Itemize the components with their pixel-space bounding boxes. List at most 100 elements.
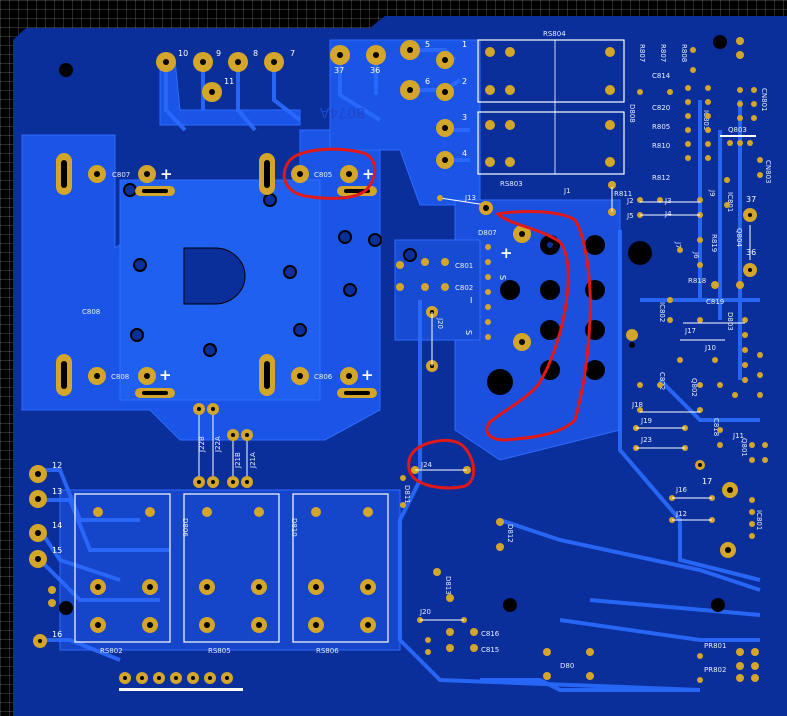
svg-text:J1: J1 xyxy=(563,187,571,195)
svg-text:J12: J12 xyxy=(675,510,687,518)
svg-text:J13: J13 xyxy=(464,194,476,202)
svg-text:+: + xyxy=(500,244,513,262)
svg-text:8: 8 xyxy=(253,49,258,58)
svg-text:IC801: IC801 xyxy=(726,192,734,212)
svg-text:PR802: PR802 xyxy=(704,666,726,674)
svg-text:RS803: RS803 xyxy=(500,180,523,188)
svg-text:J24: J24 xyxy=(420,461,433,469)
relay-rs804: RS804 RS803 xyxy=(477,30,625,188)
svg-text:J4: J4 xyxy=(664,210,672,218)
jumper-j13: J13 xyxy=(437,194,493,215)
svg-text:C806: C806 xyxy=(314,373,333,381)
heatsink-holes xyxy=(500,235,605,380)
svg-text:J23: J23 xyxy=(640,436,652,444)
svg-text:13: 13 xyxy=(52,487,62,496)
c801-c802-group: C801 C802 J20 I S S + D807 xyxy=(396,229,513,372)
svg-text:CN801: CN801 xyxy=(760,88,768,112)
red-annotations xyxy=(282,147,592,490)
svg-text:J19: J19 xyxy=(640,417,652,425)
svg-text:7: 7 xyxy=(290,49,295,58)
svg-text:5: 5 xyxy=(425,40,430,49)
svg-text:J5: J5 xyxy=(626,212,634,220)
svg-text:J16: J16 xyxy=(675,486,688,494)
svg-text:C820: C820 xyxy=(652,104,670,112)
svg-text:C814: C814 xyxy=(652,72,671,80)
svg-text:D808: D808 xyxy=(628,104,636,123)
mirrored-board-text: 8074A xyxy=(319,104,365,120)
svg-text:D813: D813 xyxy=(444,576,452,595)
svg-text:S: S xyxy=(464,330,473,335)
svg-text:J17: J17 xyxy=(684,327,696,335)
svg-text:R811: R811 xyxy=(614,190,632,198)
capacitor-c808-left: C808 + xyxy=(56,354,175,398)
pr801-pr802: PR801 PR802 xyxy=(697,642,759,683)
svg-text:J21A: J21A xyxy=(249,452,257,469)
svg-text:R818: R818 xyxy=(688,277,706,285)
svg-text:Q802: Q802 xyxy=(690,378,698,397)
svg-text:36: 36 xyxy=(370,66,380,75)
svg-text:D811: D811 xyxy=(403,485,411,504)
svg-text:+: + xyxy=(361,366,374,384)
svg-text:J20: J20 xyxy=(419,608,431,616)
svg-text:15: 15 xyxy=(52,546,62,555)
svg-text:J21B: J21B xyxy=(234,452,242,469)
svg-text:RS805: RS805 xyxy=(208,647,231,655)
annotation-circle-c805 xyxy=(282,147,377,200)
svg-text:J11: J11 xyxy=(732,432,744,440)
svg-text:14: 14 xyxy=(52,521,62,530)
svg-text:D803: D803 xyxy=(726,312,734,331)
svg-text:+: + xyxy=(159,366,172,384)
svg-text:D812: D812 xyxy=(506,524,514,543)
capacitor-c807: C807 + xyxy=(56,153,175,196)
svg-text:C816: C816 xyxy=(481,630,500,638)
svg-text:R812: R812 xyxy=(652,174,670,182)
label-c805: C805 xyxy=(314,171,332,179)
svg-text:R807: R807 xyxy=(659,44,667,62)
svg-text:+: + xyxy=(362,165,375,183)
svg-text:D806: D806 xyxy=(181,518,189,537)
svg-text:C819: C819 xyxy=(706,298,724,306)
svg-text:J2: J2 xyxy=(626,197,634,205)
svg-text:R805: R805 xyxy=(652,123,670,131)
svg-text:6: 6 xyxy=(425,77,430,86)
svg-text:J22B: J22B xyxy=(198,436,206,453)
svg-text:Q801: Q801 xyxy=(740,438,748,457)
svg-text:37: 37 xyxy=(334,66,344,75)
svg-text:J18: J18 xyxy=(631,401,643,409)
svg-text:12: 12 xyxy=(52,461,62,470)
svg-text:RS804: RS804 xyxy=(543,30,566,38)
svg-text:D80: D80 xyxy=(560,662,574,670)
svg-text:1: 1 xyxy=(462,40,467,49)
svg-text:10: 10 xyxy=(178,49,188,58)
svg-text:I: I xyxy=(470,296,472,305)
svg-text:RS802: RS802 xyxy=(100,647,123,655)
relay-rs802: RS802 xyxy=(74,493,171,655)
svg-text:J10: J10 xyxy=(704,344,716,352)
svg-text:C802: C802 xyxy=(455,284,473,292)
svg-text:C818: C818 xyxy=(712,418,720,436)
svg-text:C801: C801 xyxy=(455,262,473,270)
capacitor-c806: C806 + xyxy=(259,354,377,398)
svg-text:11: 11 xyxy=(224,77,234,86)
vias xyxy=(123,183,555,357)
label-c807: C807 xyxy=(112,171,130,179)
bottom-mid-components: D812 D813 J20 C816 C815 D80 xyxy=(417,518,594,680)
svg-text:4: 4 xyxy=(462,149,467,158)
relay-rs806: RS806 xyxy=(292,493,389,655)
svg-text:2: 2 xyxy=(462,77,467,86)
svg-text:C815: C815 xyxy=(481,646,499,654)
svg-text:+: + xyxy=(160,165,173,183)
svg-text:C822: C822 xyxy=(658,372,666,390)
svg-text:16: 16 xyxy=(52,630,62,639)
bridge-pads xyxy=(513,225,531,351)
svg-text:9: 9 xyxy=(216,49,221,58)
svg-text:IC802: IC802 xyxy=(658,302,666,322)
svg-text:IC803: IC803 xyxy=(702,110,710,130)
svg-text:CN803: CN803 xyxy=(764,160,772,184)
relay-rs805: RS805 xyxy=(183,493,280,655)
d-cutout xyxy=(183,247,246,305)
svg-text:J6: J6 xyxy=(692,251,700,259)
svg-text:C808: C808 xyxy=(111,373,129,381)
